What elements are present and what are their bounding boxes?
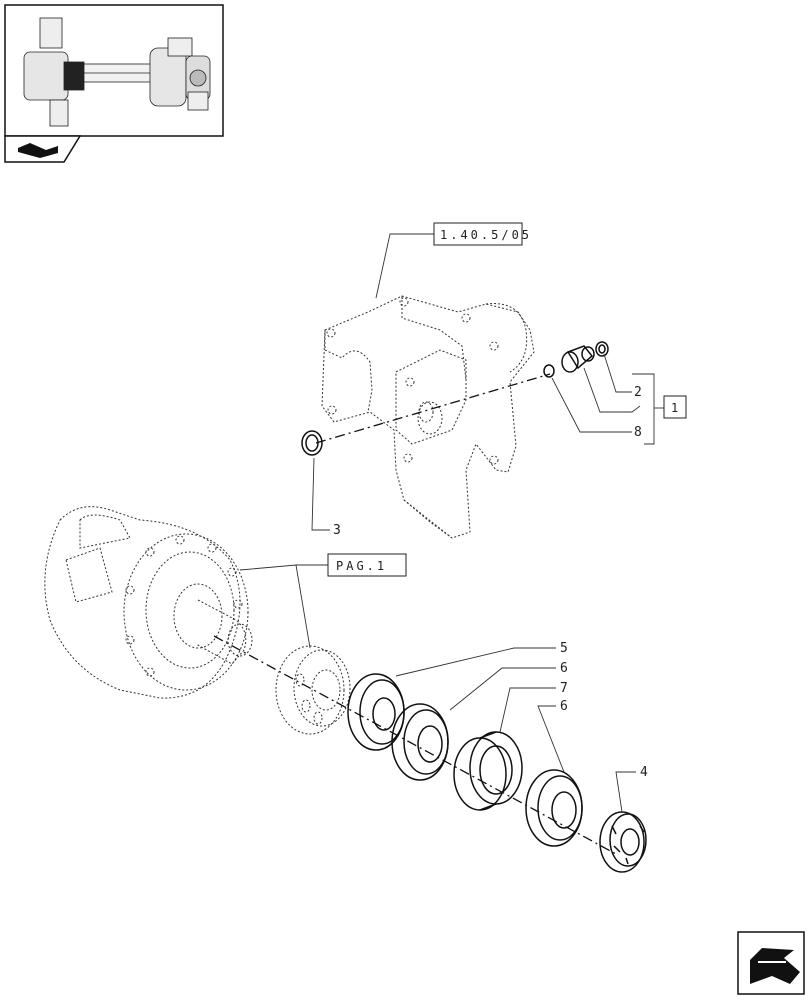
callout-6b: 6 [560, 699, 568, 714]
part-3-oring[interactable] [301, 430, 323, 456]
lower-axis-line [213, 635, 617, 855]
callout-6a: 6 [560, 661, 568, 676]
leader-lines [239, 233, 664, 813]
callout-2: 2 [634, 385, 642, 400]
hub-assembly-outline [44, 506, 253, 699]
part-4-bearing[interactable] [599, 811, 647, 873]
ref-label-kit: 1 [671, 401, 681, 415]
callout-3: 3 [333, 523, 341, 538]
book-icon[interactable] [4, 135, 82, 163]
part-6-spacer-b[interactable] [525, 769, 583, 847]
ref-box-top[interactable]: 1.40.5/05 [433, 222, 532, 246]
bearing-outline [275, 645, 351, 735]
part-2-ring[interactable] [595, 341, 609, 357]
part-breather-plug[interactable] [561, 345, 595, 373]
upper-axis-line [315, 373, 551, 444]
part-5-washer[interactable] [347, 673, 405, 751]
next-page-arrow-icon[interactable] [737, 931, 805, 995]
ref-box-kit[interactable]: 1 [663, 395, 687, 419]
callout-7: 7 [560, 681, 568, 696]
part-7-ring-nut[interactable] [453, 731, 523, 811]
part-8-seal[interactable] [543, 364, 555, 378]
part-6-spacer-a[interactable] [391, 703, 449, 781]
ref-box-page[interactable]: PAG.1 [327, 553, 407, 577]
axle-housing-outline [321, 295, 535, 539]
axle-thumbnail[interactable] [4, 4, 224, 137]
callout-4: 4 [640, 765, 648, 780]
callout-8: 8 [634, 425, 642, 440]
callout-5: 5 [560, 641, 568, 656]
ref-label-page: PAG.1 [336, 559, 387, 573]
ref-label-top: 1.40.5/05 [440, 228, 532, 242]
